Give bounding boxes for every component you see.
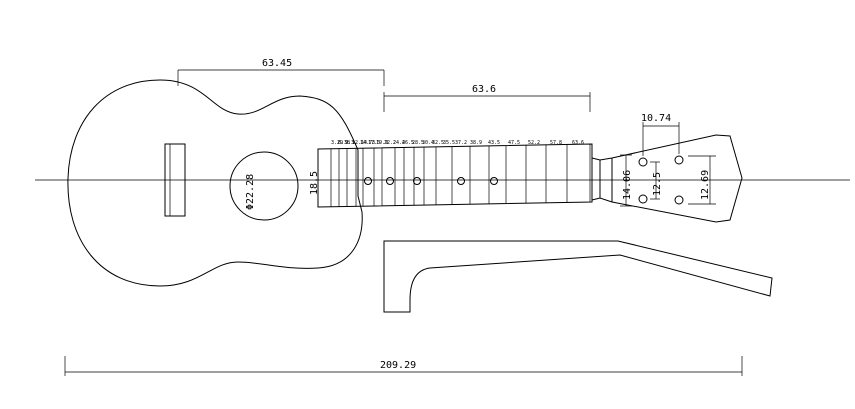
fret-label: 14.73 [360,140,375,146]
fret-label: 22.2 [384,140,396,146]
fret-label: 9.3 [345,140,354,146]
tuner-hole-3 [638,194,648,204]
tuner-hole-1 [638,157,648,167]
nut-width-dimension: 18.5 [309,171,320,195]
fret-marker-15 [490,177,498,185]
neck-side-profile [383,240,773,313]
total-length-dimension: 209.29 [380,360,416,371]
fret-marker-5 [364,177,372,185]
head-inner-dimension: 12.5 [652,172,663,196]
fret-label: 26.5 [402,140,414,146]
head-width-dimension: 14.06 [622,170,633,200]
fret-label: 47.5 [508,140,520,146]
fret-label: 57.8 [550,140,562,146]
fret-label: 32.5 [432,140,444,146]
fret-marker-7 [386,177,394,185]
fret-marker-12 [457,177,465,185]
sound-hole [229,151,299,221]
fret-label: 37.2 [455,140,467,146]
fret-label: 38.9 [470,140,482,146]
fret-label: 30.4 [422,140,434,146]
soundhole-dimension: Φ22.28 [245,174,256,210]
headstock [591,134,743,223]
tuner-hole-4 [674,195,684,205]
fret-label: 12.14 [352,140,367,146]
fret-label: 35.5 [443,140,455,146]
tuner-spacing-dimension: 10.74 [641,113,671,124]
tuner-hole-2 [674,155,684,165]
neck-length-dimension: 63.6 [472,84,496,95]
body-outline [67,79,363,287]
body-length-dimension: 63.45 [262,58,292,69]
fret-label: 6.38 [338,140,350,146]
fret-label: 43.5 [488,140,500,146]
bridge [164,143,186,217]
fretboard: 3.296.389.312.1414.7317.519.922.224.426.… [317,140,593,208]
fret-label: 28.5 [412,140,424,146]
head-outer-dimension: 12.69 [700,170,711,200]
fret-marker-10 [413,177,421,185]
fret-label: 63.6 [572,140,584,146]
fret-label: 19.9 [376,140,388,146]
fret-label: 24.4 [393,140,405,146]
fret-label: 17.5 [368,140,380,146]
fret-label: 52.2 [528,140,540,146]
fret-label: 3.29 [331,140,343,146]
